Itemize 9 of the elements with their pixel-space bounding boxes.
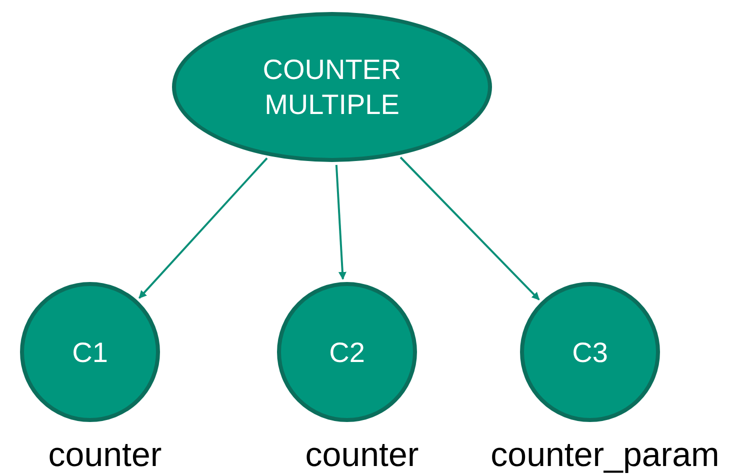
node-caption: counter xyxy=(48,438,162,472)
node-label: COUNTER MULTIPLE xyxy=(262,53,402,122)
node-label: C2 xyxy=(329,336,365,370)
node-label: C3 xyxy=(572,336,608,370)
node-caption: counter_param xyxy=(490,438,720,472)
arrow xyxy=(335,164,346,280)
node-label: C1 xyxy=(72,336,108,370)
arrow xyxy=(400,156,540,300)
node-caption: counter xyxy=(305,438,419,472)
